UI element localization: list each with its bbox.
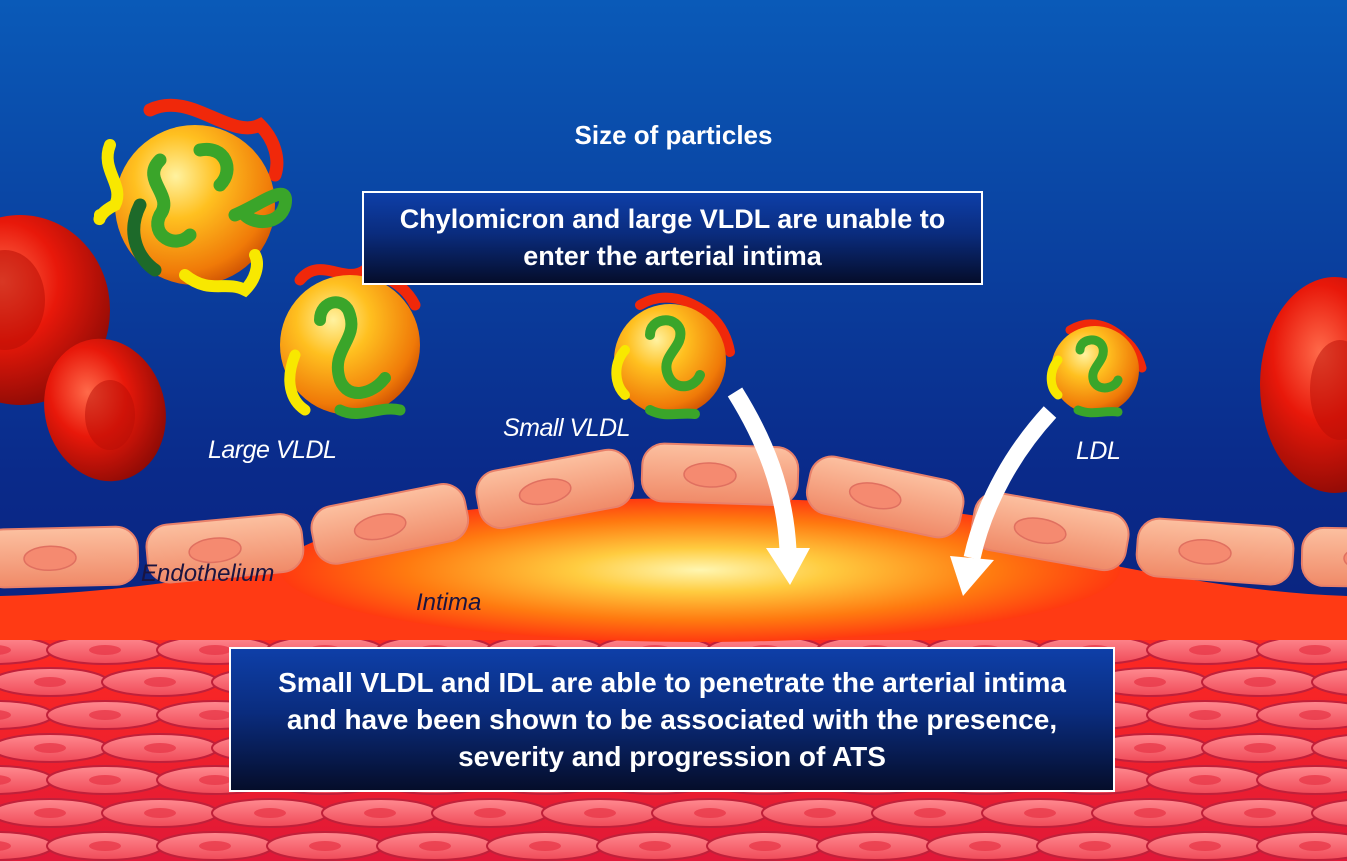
endothelial-cell xyxy=(805,455,965,539)
smooth-muscle-cell xyxy=(1146,765,1264,795)
intima-label: Intima xyxy=(416,589,482,616)
ldl-label: LDL xyxy=(1076,437,1121,465)
smooth-muscle-cell xyxy=(46,831,164,861)
endothelial-cell xyxy=(0,525,140,589)
smooth-muscle-cell xyxy=(211,798,329,828)
endothelial-cell xyxy=(970,491,1130,572)
entry-arrow xyxy=(950,406,1057,596)
entry-arrow xyxy=(727,387,810,585)
endothelium-label: Endothelium xyxy=(141,560,275,587)
small-vldl-label: Small VLDL xyxy=(503,414,631,442)
diagram-title: Size of particles xyxy=(574,120,773,150)
smooth-muscle-cell xyxy=(321,798,439,828)
red-blood-cell xyxy=(44,338,166,482)
smooth-muscle-cell xyxy=(816,831,934,861)
endothelial-cell xyxy=(1135,517,1295,586)
smooth-muscle-cell xyxy=(541,798,659,828)
smooth-muscle-cell xyxy=(926,831,1044,861)
red-blood-cell xyxy=(1260,277,1347,493)
smooth-muscle-cell xyxy=(46,765,164,795)
smooth-muscle-cell xyxy=(101,667,219,697)
smooth-muscle-cell xyxy=(376,831,494,861)
smooth-muscle-cell xyxy=(651,798,769,828)
endothelial-cell xyxy=(145,513,305,584)
smooth-muscle-cell xyxy=(1201,798,1319,828)
large-vldl-label: Large VLDL xyxy=(208,436,337,464)
smooth-muscle-cell xyxy=(706,831,824,861)
smooth-muscle-cell xyxy=(596,831,714,861)
endothelial-cell xyxy=(475,448,635,530)
endothelium-cells xyxy=(0,442,1347,589)
smooth-muscle-cell xyxy=(1146,635,1264,665)
ldl-particle xyxy=(1046,319,1147,418)
smooth-muscle-cell xyxy=(761,798,879,828)
smooth-muscle-cell xyxy=(1201,667,1319,697)
smooth-muscle-cell xyxy=(266,831,384,861)
callout-text-top: Chylomicron and large VLDL are unable to… xyxy=(399,204,946,271)
callout-box-top: Chylomicron and large VLDL are unable to… xyxy=(362,191,983,285)
smooth-muscle-cell xyxy=(981,798,1099,828)
callout-box-bottom: Small VLDL and IDL are able to penetrate… xyxy=(229,647,1115,792)
smooth-muscle-cell xyxy=(46,700,164,730)
smooth-muscle-cell xyxy=(1201,733,1319,763)
small-vldl-particle xyxy=(611,292,735,420)
smooth-muscle-cell xyxy=(1146,831,1264,861)
smooth-muscle-cell xyxy=(0,798,109,828)
smooth-muscle-cell xyxy=(46,635,164,665)
endothelial-cell xyxy=(310,482,470,565)
smooth-muscle-cell xyxy=(101,798,219,828)
smooth-muscle-cell xyxy=(486,831,604,861)
smooth-muscle-cell xyxy=(1146,700,1264,730)
smooth-muscle-cell xyxy=(101,733,219,763)
smooth-muscle-cell xyxy=(1256,765,1347,795)
smooth-muscle-cell xyxy=(0,667,109,697)
smooth-muscle-cell xyxy=(156,831,274,861)
smooth-muscle-cell xyxy=(1311,734,1347,762)
smooth-muscle-cell xyxy=(1256,635,1347,665)
chylomicron-particle xyxy=(93,98,292,298)
endothelial-cell xyxy=(640,442,800,507)
smooth-muscle-cell xyxy=(431,798,549,828)
smooth-muscle-cell xyxy=(0,733,109,763)
smooth-muscle-cell xyxy=(1256,700,1347,730)
smooth-muscle-cell xyxy=(1311,668,1347,696)
smooth-muscle-cell xyxy=(871,798,989,828)
smooth-muscle-cell xyxy=(1091,798,1209,828)
smooth-muscle-cell xyxy=(1091,733,1209,763)
smooth-muscle-cell xyxy=(1256,831,1347,861)
callout-text-bottom: Small VLDL and IDL are able to penetrate… xyxy=(278,667,1066,772)
endothelial-cell xyxy=(1300,526,1347,589)
smooth-muscle-cell xyxy=(1311,799,1347,827)
smooth-muscle-cell xyxy=(1036,831,1154,861)
